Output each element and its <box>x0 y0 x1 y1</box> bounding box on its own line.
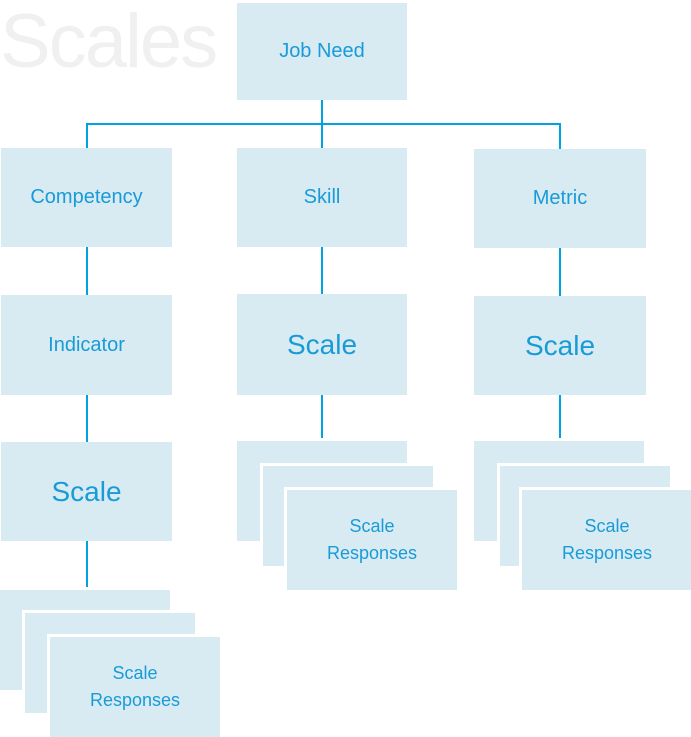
connector-skill-scale <box>321 247 323 294</box>
connector-scale-responses-mid <box>321 395 323 441</box>
stack-label-competency: Scale Responses <box>89 663 181 710</box>
node-skill: Skill <box>237 148 407 247</box>
node-indicator: Indicator <box>1 295 172 395</box>
node-metric-label: Metric <box>532 187 588 209</box>
node-job-need-label: Job Need <box>279 40 365 62</box>
connector-drop-competency <box>86 125 88 148</box>
stack-label-metric: Scale Responses <box>561 516 653 563</box>
node-job-need: Job Need <box>237 3 407 100</box>
stack-label-skill: Scale Responses <box>326 516 418 563</box>
node-scale-skill: Scale <box>237 294 407 395</box>
node-scale-metric: Scale <box>474 296 646 395</box>
connector-drop-skill <box>321 125 323 148</box>
connector-horizontal-main <box>86 123 561 125</box>
connector-scale-responses-right <box>559 395 561 441</box>
connector-metric-scale <box>559 248 561 296</box>
node-competency: Competency <box>1 148 172 247</box>
node-scale-skill-label: Scale <box>286 328 358 360</box>
node-metric: Metric <box>474 149 646 248</box>
watermark-title: Scales <box>0 0 218 84</box>
node-skill-label: Skill <box>303 186 341 208</box>
connector-drop-metric <box>559 125 561 149</box>
node-competency-label: Competency <box>30 186 143 208</box>
node-scale-competency: Scale <box>1 442 172 541</box>
node-indicator-label: Indicator <box>48 333 125 356</box>
connector-indicator-scale <box>86 395 88 442</box>
connector-root-stub <box>321 100 323 125</box>
node-scale-competency-label: Scale <box>51 475 122 507</box>
stack-card-front: Scale Responses <box>287 490 457 590</box>
stack-card-front: Scale Responses <box>522 490 691 590</box>
connector-competency-indicator <box>86 247 88 295</box>
node-scale-metric-label: Scale <box>524 329 596 361</box>
stack-card-front: Scale Responses <box>50 637 220 737</box>
connector-scale-responses-left <box>86 541 88 590</box>
